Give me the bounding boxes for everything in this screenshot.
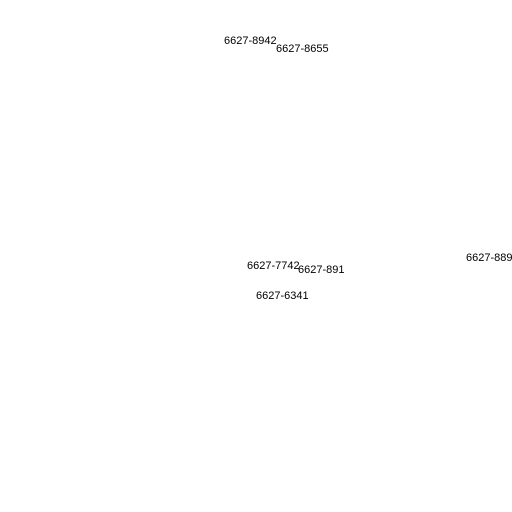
parcel-label: 6627-6341 [256, 290, 309, 302]
parcel-label: 6627-8942 [224, 35, 277, 47]
parcel-label: 6627-889 [466, 252, 512, 264]
parcel-label: 6627-7742 [247, 260, 300, 272]
parcel-label: 6627-891 [298, 264, 345, 276]
parcel-label: 6627-8655 [276, 43, 329, 55]
